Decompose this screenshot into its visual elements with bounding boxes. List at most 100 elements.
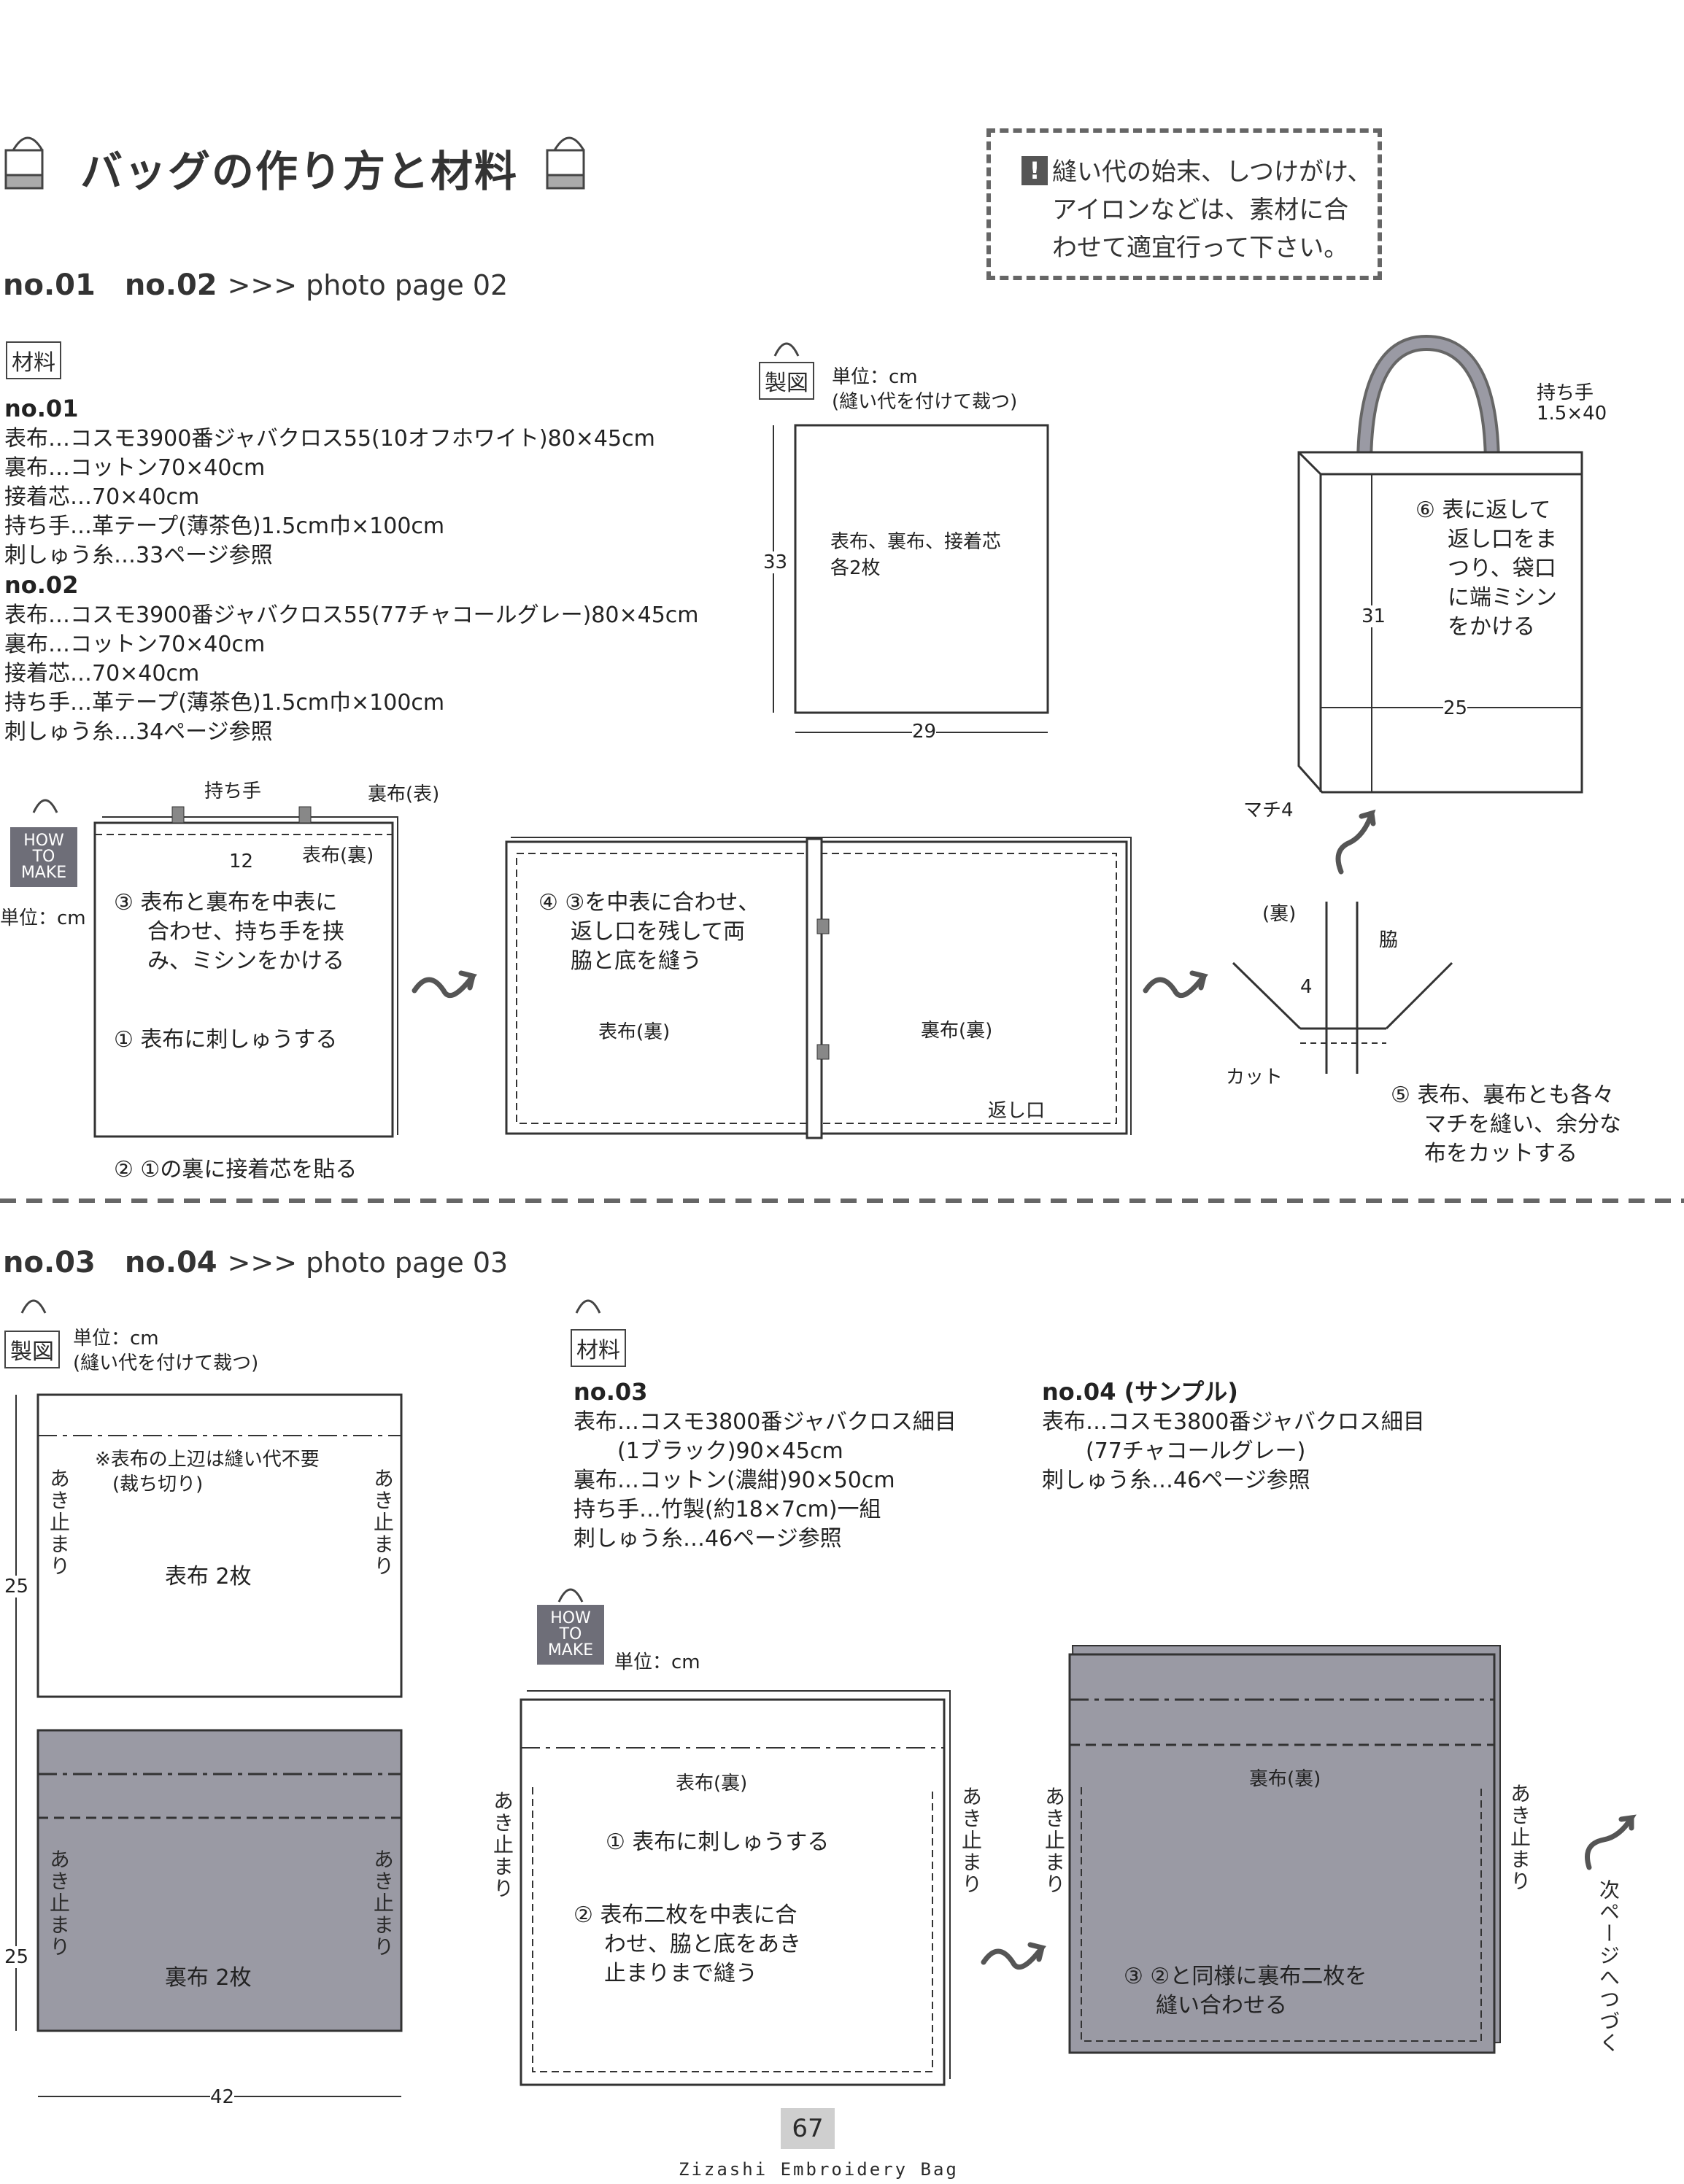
item-label: no.04 (サンプル) — [1042, 1378, 1238, 1406]
pattern-height: 33 — [763, 551, 788, 573]
stop-label: あき止まり — [371, 1848, 395, 1958]
note-box — [986, 128, 1382, 280]
bag-width: 25 — [1443, 697, 1468, 719]
step5-text: ⑤ 表布、裏布とも各々 マチを縫い、余分な 布をカットする — [1391, 1081, 1621, 1169]
step-line: に端ミシン — [1448, 585, 1557, 611]
material-item: 接着芯…70×40cm — [4, 661, 200, 686]
flow-arrows — [412, 809, 1637, 1970]
step-b-outer: 表布(裏) — [598, 1021, 671, 1043]
step4-text: ④ ③を中表に合わせ、 返し口を残して両 脇と底を縫う — [538, 888, 760, 976]
step-line: マチを縫い、余分な — [1424, 1112, 1621, 1137]
bag-icon-right — [546, 136, 585, 190]
step2-text: ② ①の裏に接着芯を貼る — [114, 1157, 358, 1182]
photo-page-ref: >>> photo page 02 — [227, 269, 509, 301]
step-b-panel-sec1 — [505, 837, 1132, 1139]
step-b-opening: 返し口 — [988, 1100, 1046, 1122]
warning-icon: ! — [1021, 156, 1048, 185]
photo-page-ref: >>> photo page 03 — [227, 1247, 509, 1279]
stop-label: あき止まり — [1042, 1786, 1066, 1895]
material-item: 刺しゅう糸…46ページ参照 — [573, 1526, 842, 1552]
step-a-handle: 持ち手 — [204, 781, 262, 802]
step-line: ③ ②と同様に裏布二枚を — [1124, 1964, 1367, 1989]
step-line: ⑥ 表に返して — [1415, 497, 1551, 523]
step1-text: ① 表布に刺しゅうする — [606, 1829, 830, 1855]
bag-height: 31 — [1362, 605, 1386, 627]
howto-unit: 単位：cm — [0, 907, 86, 929]
step-a-panel-sec2 — [520, 1690, 951, 2086]
note-text: 縫い代の始末、しつけがけ、 アイロンなどは、素材に合 わせて適宜行って下さい。 — [1052, 153, 1372, 267]
step-line: 脇と底を縫う — [571, 948, 702, 974]
step-b-panel-sec2 — [1068, 1645, 1501, 2054]
step3-text: ③ ②と同様に裏布二枚を 縫い合わせる — [1124, 1962, 1367, 2021]
materials-badge: 材料 — [571, 1329, 626, 1367]
material-item: 刺しゅう糸…46ページ参照 — [1042, 1468, 1310, 1493]
step-line: つり、袋口 — [1448, 556, 1556, 581]
material-item: 裏布…コットン70×40cm — [4, 455, 266, 481]
section-heading-label: no.03 no.04 — [3, 1246, 217, 1279]
pattern-badge: 製図 — [4, 1331, 60, 1368]
step-b-lining: 裏布(裏) — [921, 1020, 993, 1042]
item-label: no.02 — [4, 571, 79, 599]
step-a-panel-sec1 — [93, 806, 398, 1138]
pattern-piece-sec1 — [773, 424, 1049, 733]
pattern-lining-label: 裏布 2枚 — [165, 1965, 252, 1991]
pattern-width: 29 — [912, 721, 937, 743]
step-c-four: 4 — [1300, 976, 1313, 998]
finished-bag-sec1 — [1297, 334, 1583, 794]
next-page-note: 次ページへつづく — [1596, 1879, 1621, 2054]
note-line: 縫い代の始末、しつけがけ、 — [1052, 158, 1372, 187]
materials-list-no04: no.04 (サンプル) 表布…コスモ3800番ジャバクロス細目 (77チャコー… — [1042, 1377, 1425, 1495]
note-line: わせて適宜行って下さい。 — [1052, 233, 1349, 263]
step-line: をかける — [1448, 614, 1535, 640]
material-item: 刺しゅう糸…33ページ参照 — [4, 543, 273, 568]
section-heading-label: no.01 no.02 — [3, 268, 217, 302]
step-line: 返し口を残して両 — [571, 919, 746, 945]
materials-list-sec1: no.01 表布…コスモ3900番ジャバクロス55(10オフホワイト)80×45… — [4, 394, 699, 747]
stop-label: あき止まり — [371, 1468, 395, 1577]
pattern-top-note: ※表布の上辺は縫い代不要 — [95, 1449, 320, 1471]
material-item: 表布…コスモ3900番ジャバクロス55(10オフホワイト)80×45cm — [4, 426, 655, 452]
material-item: 持ち手…革テープ(薄茶色)1.5cm巾×100cm — [4, 690, 445, 716]
material-item: 表布…コスモ3800番ジャバクロス細目 — [1042, 1409, 1425, 1435]
step-line: 合わせ、持ち手を挟 — [147, 919, 344, 945]
step-line: み、ミシンをかける — [147, 948, 344, 974]
howto-line: TO — [32, 848, 55, 866]
step3-text: ③ 表布と裏布を中表に 合わせ、持ち手を挟 み、ミシンをかける — [114, 888, 344, 976]
howto-line: MAKE — [547, 1641, 594, 1660]
step-a-lining: 裏布(表) — [368, 783, 440, 805]
howto-line: HOW — [550, 1609, 591, 1627]
pattern-unit-note: (縫い代を付けて裁つ) — [73, 1352, 259, 1374]
material-item: (1ブラック)90×45cm — [573, 1438, 843, 1464]
step-b-lining: 裏布(裏) — [1249, 1768, 1321, 1790]
pattern-top-note-2: (裁ち切り) — [112, 1474, 204, 1495]
step-line: ④ ③を中表に合わせ、 — [538, 890, 760, 915]
step-a-outer: 表布(裏) — [676, 1773, 748, 1794]
step6-text: ⑥ 表に返して 返し口をま つり、袋口 に端ミシン をかける — [1415, 496, 1557, 642]
handle-size: 1.5×40 — [1537, 403, 1607, 425]
material-item: 表布…コスモ3900番ジャバクロス55(77チャコールグレー)80×45cm — [4, 603, 699, 628]
stop-label: あき止まり — [47, 1468, 71, 1577]
bag-icon-left — [4, 136, 44, 190]
pattern-unit: 単位：cm — [832, 366, 918, 388]
section-heading-2: no.03 no.04 >>> photo page 03 — [3, 1239, 508, 1281]
pattern-pieces-sec2 — [15, 1393, 403, 2097]
handle-label: 持ち手 — [1537, 382, 1594, 404]
footer-title: Zizashi Embroidery Bag — [679, 2159, 959, 2180]
pattern-badge: 製図 — [759, 362, 814, 400]
pattern-inside-count: 各2枚 — [830, 557, 881, 579]
item-label: no.03 — [573, 1378, 648, 1406]
pattern-width: 42 — [210, 2086, 235, 2108]
note-line: アイロンなどは、素材に合 — [1052, 195, 1349, 225]
howto-unit: 単位：cm — [614, 1651, 700, 1673]
step-line: わせ、脇と底をあき — [604, 1932, 801, 1957]
step-line: ② 表布二枚を中表に合 — [573, 1902, 797, 1928]
pattern-outer-label: 表布 2枚 — [165, 1564, 252, 1589]
howto-line: TO — [559, 1625, 582, 1643]
pattern-unit: 単位：cm — [73, 1328, 159, 1349]
material-item: 持ち手…革テープ(薄茶色)1.5cm巾×100cm — [4, 514, 445, 539]
step-c-back: (裏) — [1262, 903, 1297, 925]
step-line: 縫い合わせる — [1156, 1993, 1287, 2018]
material-item: 表布…コスモ3800番ジャバクロス細目 — [573, 1409, 957, 1435]
stop-label: あき止まり — [47, 1848, 71, 1958]
material-item: 持ち手…竹製(約18×7cm)一組 — [573, 1497, 881, 1522]
